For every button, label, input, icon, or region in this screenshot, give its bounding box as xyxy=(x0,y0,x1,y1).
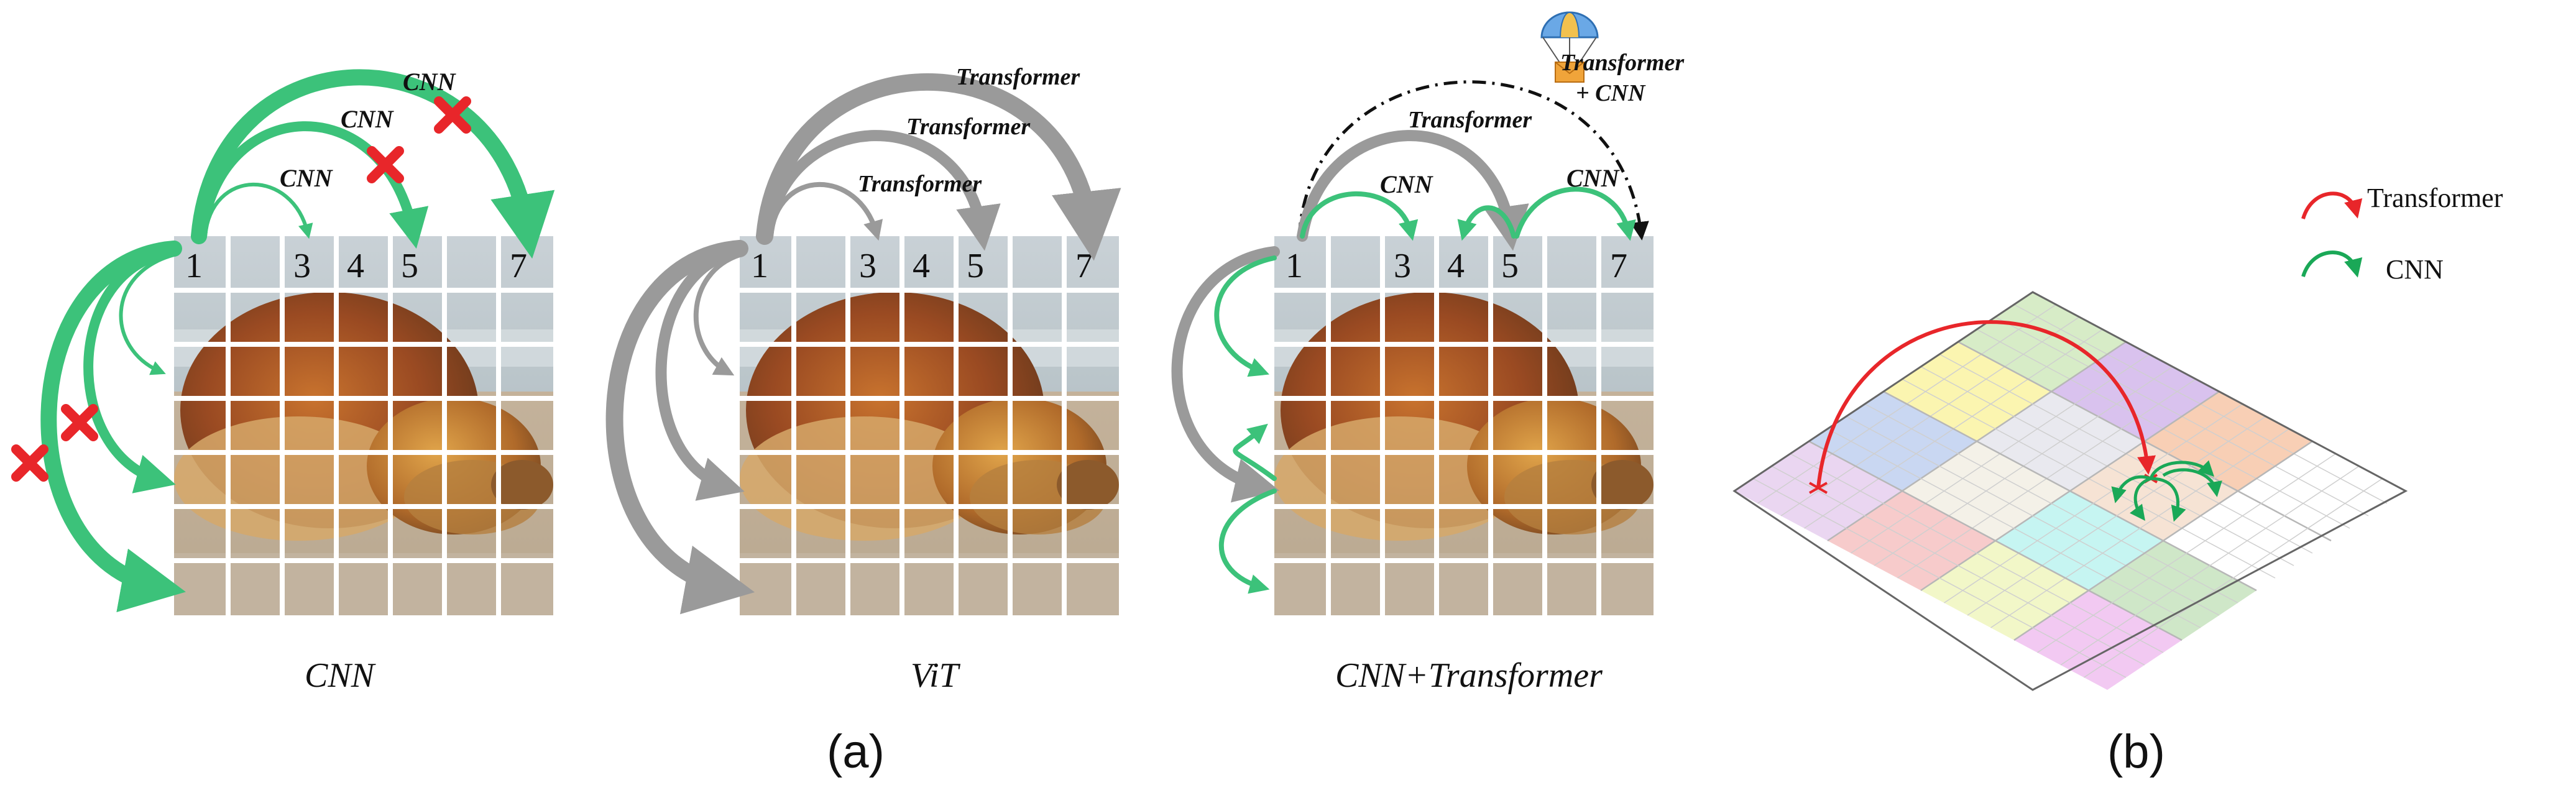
grid-line xyxy=(1990,428,2289,628)
patch-number-1: 1 xyxy=(185,247,203,285)
label-transformer-plus-cnn-line2: + CNN xyxy=(1576,80,1646,106)
transformer-arc xyxy=(1297,130,1529,251)
patch-number-7: 7 xyxy=(510,247,527,285)
grid-line xyxy=(1864,403,2238,603)
transformer-long-range-arc xyxy=(1816,320,2156,489)
caption-vit: ViT xyxy=(911,656,961,695)
parachute-mail-icon xyxy=(1540,11,1599,83)
grid-line xyxy=(1846,416,2220,616)
grid-line xyxy=(1752,478,2127,678)
grid-line xyxy=(2060,466,2360,666)
grid-line xyxy=(1808,440,2183,641)
panel-cnn-transformer: 1 3 4 5 7 Transformer CNN CNN Transforme… xyxy=(1171,11,1685,695)
label-transformer-plus-cnn-line1: Transformer xyxy=(1560,50,1685,76)
grid-line xyxy=(1883,390,2257,592)
patch-grid xyxy=(740,236,1119,615)
legend-cnn-label: CNN xyxy=(2386,254,2444,285)
grid-line xyxy=(1944,403,2243,603)
arc-label-cnn-3: CNN xyxy=(403,68,457,96)
grid-line xyxy=(1967,416,2266,616)
cross-icon xyxy=(66,409,93,436)
cross-icon xyxy=(1809,482,1828,494)
arc-label-cnn-1: CNN xyxy=(280,164,334,192)
isometric-gridlines xyxy=(1752,304,2388,678)
panel-vit: 1 3 4 5 7 Transformer Transformer Transf… xyxy=(605,64,1121,695)
grid-line xyxy=(2084,478,2383,678)
cnn-top-arcs xyxy=(191,69,555,259)
grid-line xyxy=(1771,466,2145,666)
legend: Transformer CNN xyxy=(2301,183,2503,285)
patch-number-7: 7 xyxy=(1610,247,1627,285)
patch-number-4: 4 xyxy=(913,247,930,285)
patch-number-4: 4 xyxy=(1447,247,1465,285)
grid-line xyxy=(1827,428,2201,628)
cnn-local-arcs xyxy=(1300,186,1636,241)
transformer-left-arc xyxy=(1171,246,1280,503)
patch-number-4: 4 xyxy=(347,247,364,285)
patch-number-3: 3 xyxy=(859,247,876,285)
grid-line xyxy=(2037,453,2336,653)
arc-label-transformer-3: Transformer xyxy=(956,64,1080,90)
transformer-cnn-global-arc xyxy=(1297,80,1649,241)
panel-isometric-grid xyxy=(1732,291,2408,691)
cross-icon xyxy=(16,449,44,477)
patch-number-3: 3 xyxy=(1394,247,1411,285)
subfig-label-b: (b) xyxy=(2107,725,2165,778)
patch-number-5: 5 xyxy=(967,247,984,285)
arc-label-cnn-left: CNN xyxy=(1380,170,1434,198)
vit-top-arcs xyxy=(756,73,1121,261)
arc-label-transformer-2: Transformer xyxy=(906,114,1031,140)
patch-number-5: 5 xyxy=(401,247,418,285)
legend-transformer-arc xyxy=(2301,191,2363,219)
arc-label-cnn-right: CNN xyxy=(1566,164,1621,192)
patch-number-1: 1 xyxy=(1286,247,1303,285)
arc-label-cnn-2: CNN xyxy=(341,105,395,133)
vit-left-arcs xyxy=(605,240,755,615)
caption-cnn-transformer: CNN+Transformer xyxy=(1335,656,1603,695)
legend-transformer-label: Transformer xyxy=(2367,183,2503,213)
grid-line xyxy=(1790,453,2164,653)
cnn-left-arcs xyxy=(1214,255,1277,594)
subfig-label-a: (a) xyxy=(827,725,885,778)
patch-number-7: 7 xyxy=(1075,247,1093,285)
patch-number-1: 1 xyxy=(751,247,768,285)
cnn-local-arcs xyxy=(2111,460,2222,522)
patch-number-5: 5 xyxy=(1501,247,1519,285)
arc-label-transformer: Transformer xyxy=(1408,107,1532,133)
grid-line xyxy=(2013,440,2313,641)
panel-cnn: 1 3 4 5 7 CNN CNN CNN CNN xyxy=(16,68,555,695)
patch-number-3: 3 xyxy=(293,247,311,285)
arc-label-transformer-1: Transformer xyxy=(858,171,982,197)
legend-cnn-arc xyxy=(2301,250,2363,278)
cnn-left-arcs xyxy=(40,241,186,612)
patch-grid xyxy=(1274,236,1654,615)
patch-grid xyxy=(174,236,553,615)
caption-cnn: CNN xyxy=(305,656,376,695)
